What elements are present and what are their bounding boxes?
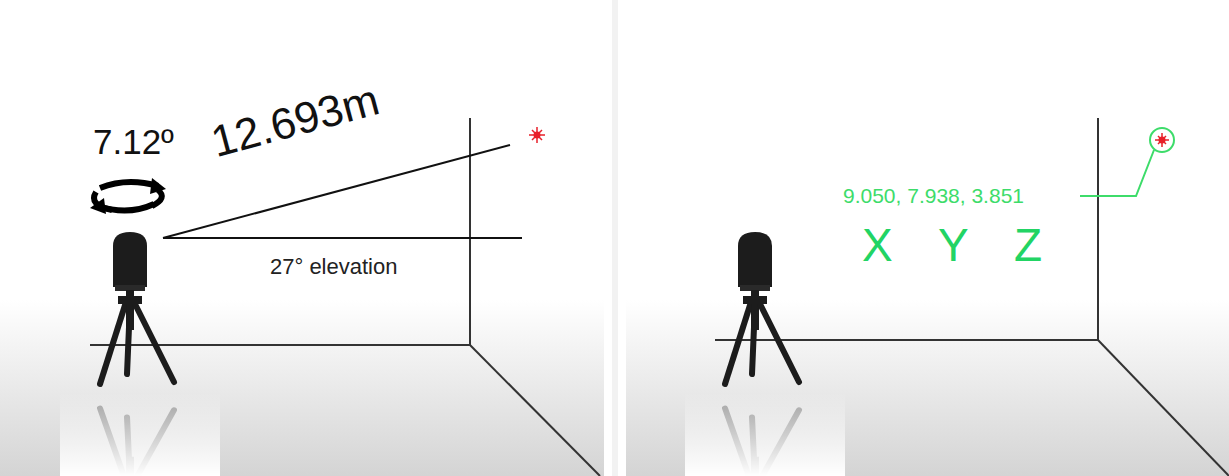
axis-label: X xyxy=(862,222,893,268)
elevation-label: 27° elevation xyxy=(270,256,397,278)
axis-label: Z xyxy=(1014,222,1042,268)
distance-label: 12.693m xyxy=(207,77,384,164)
coordinate-label: 9.050, 7.938, 3.851 xyxy=(843,185,1024,206)
angle-label: 7.12º xyxy=(93,124,174,159)
axis-label: Y xyxy=(938,222,969,268)
